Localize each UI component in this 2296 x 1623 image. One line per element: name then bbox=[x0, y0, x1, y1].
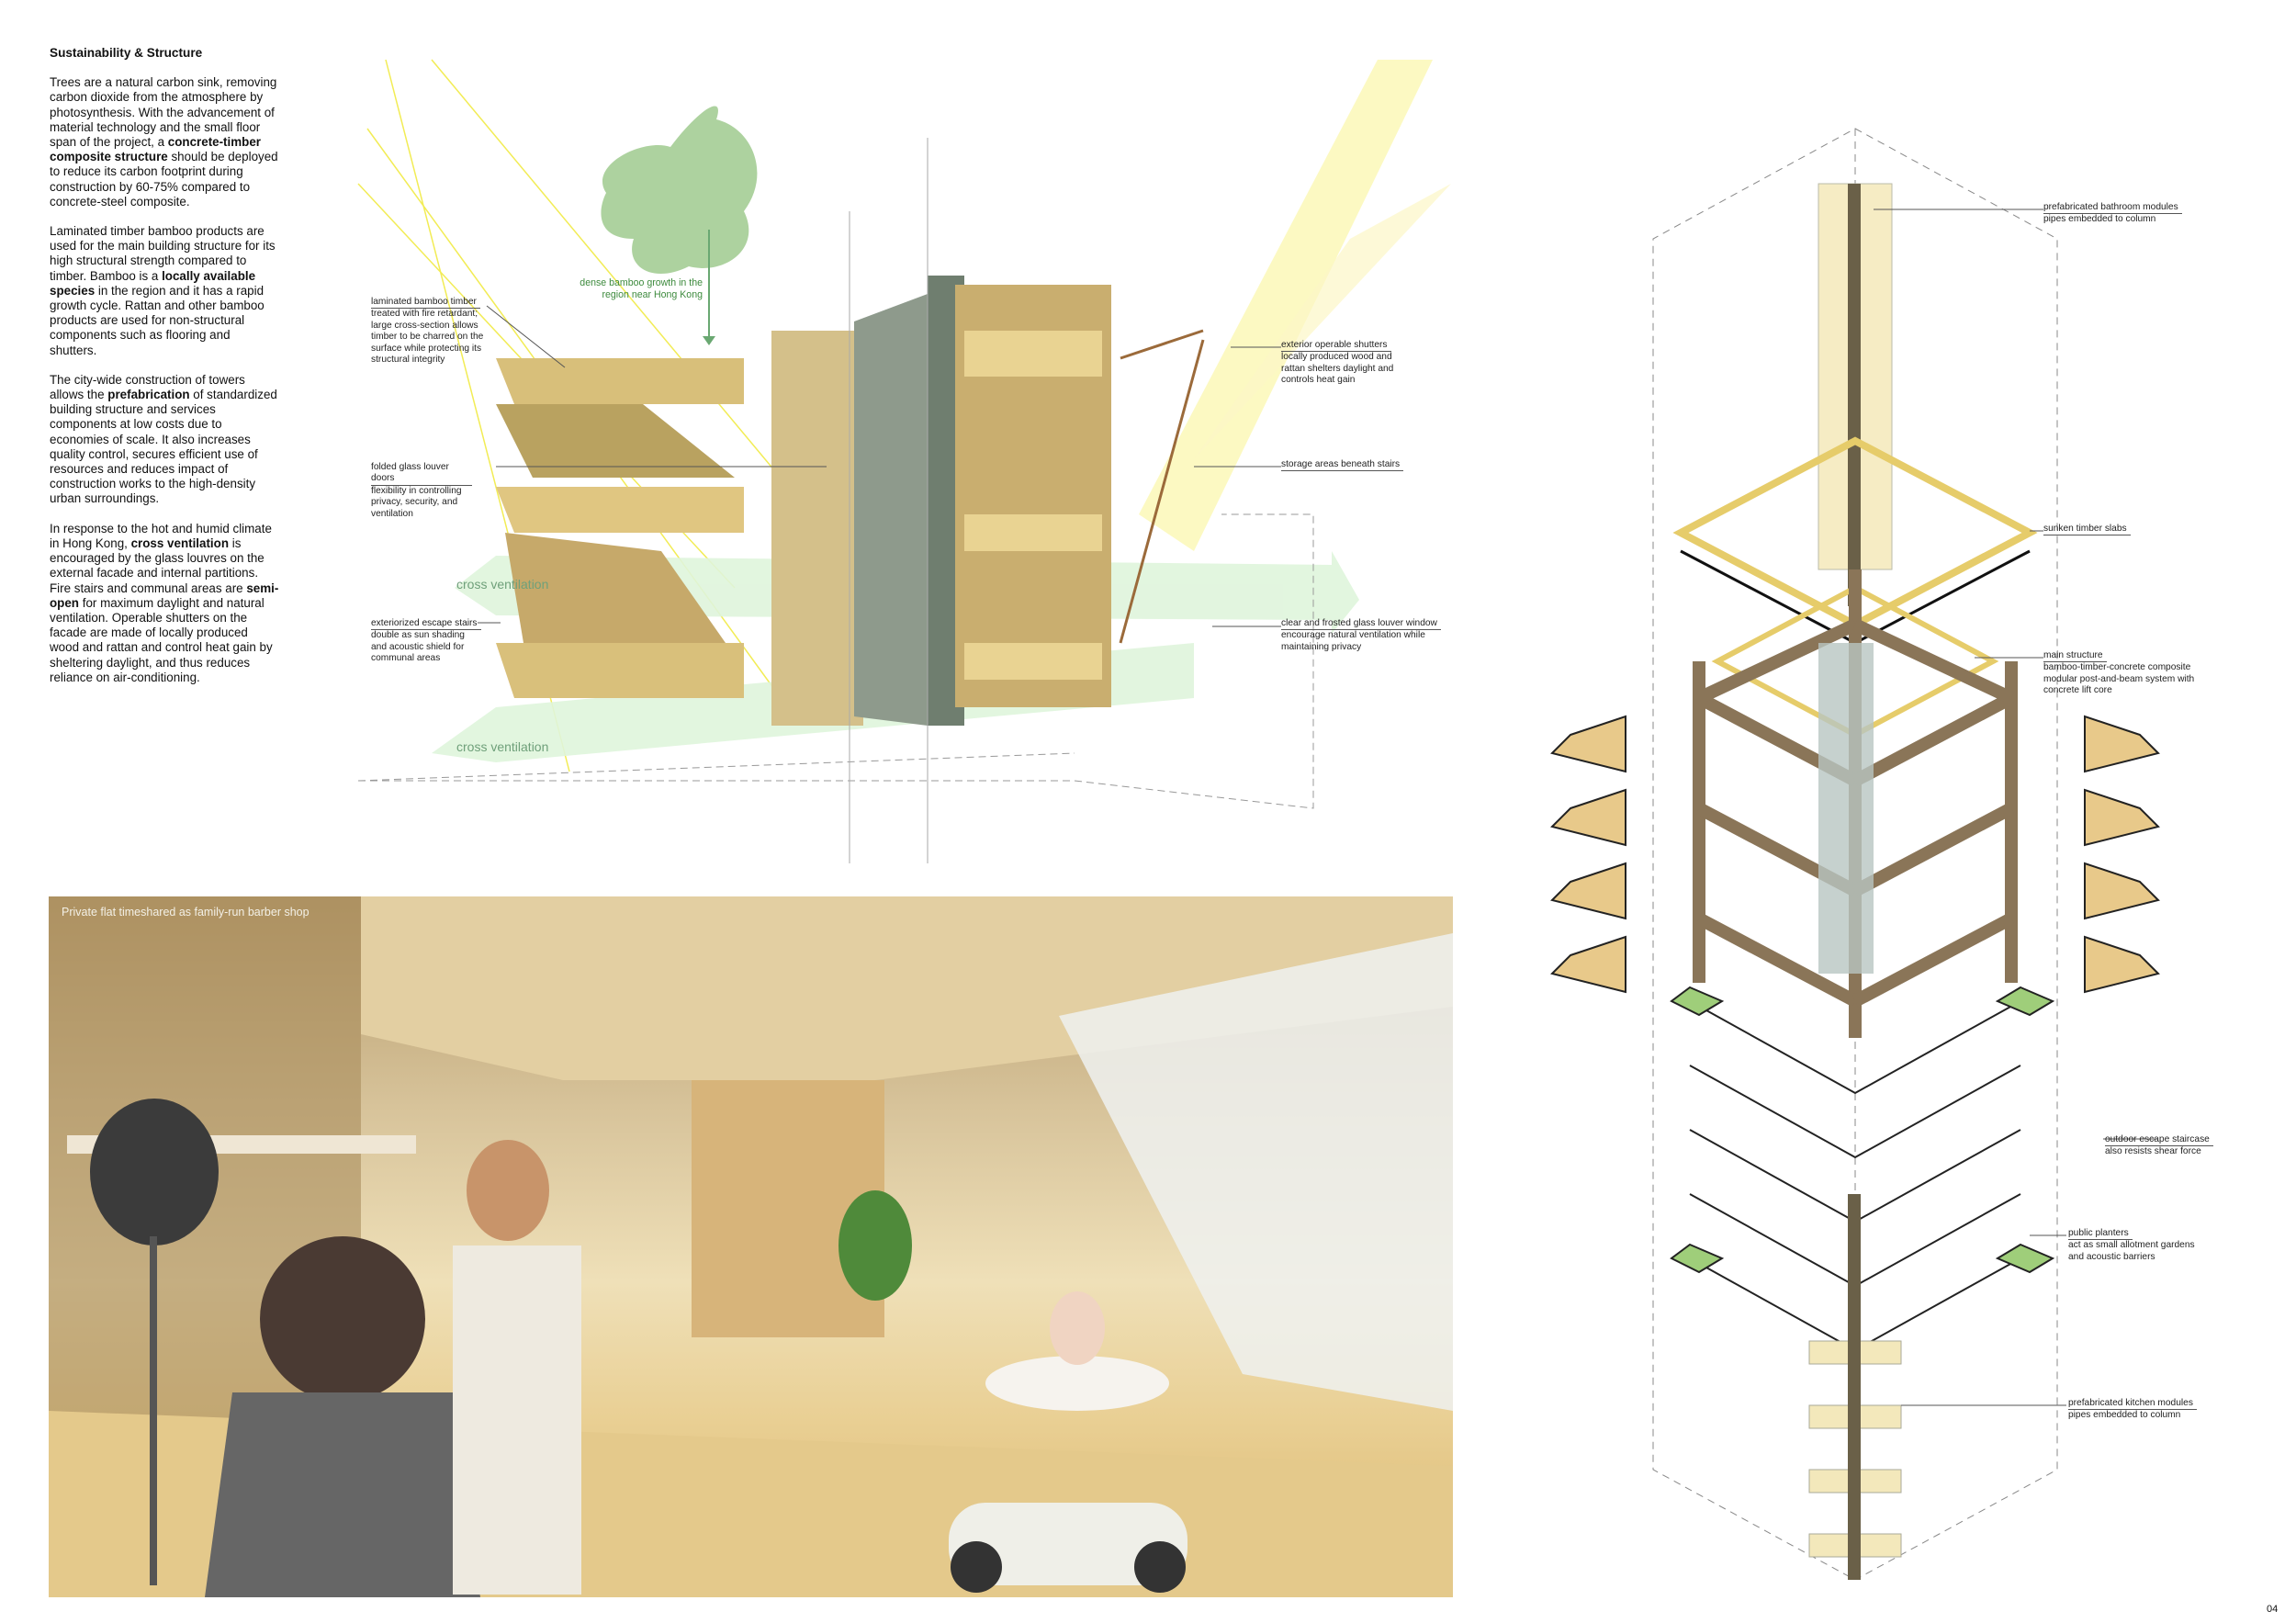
map-note-line: dense bamboo growth in the bbox=[580, 277, 703, 288]
note-body: treated with fire retardant; large cross… bbox=[371, 309, 484, 366]
note-body: act as small allotment gardens and acous… bbox=[2068, 1240, 2195, 1262]
text: In response to the hot and humid climate… bbox=[50, 521, 272, 550]
public-planters bbox=[1670, 986, 2055, 1352]
text: Trees are a natural carbon sink, removin… bbox=[50, 75, 277, 150]
note-sunken-slabs: sunken timber slabs bbox=[2043, 524, 2181, 536]
note-head: clear and frosted glass louver window bbox=[1281, 618, 1441, 631]
hair-dryer-hood bbox=[90, 1099, 219, 1245]
map-note: dense bamboo growth in the region near H… bbox=[514, 277, 703, 300]
note-head: prefabricated bathroom modules bbox=[2043, 202, 2182, 215]
note-body: locally produced wood and rattan shelter… bbox=[1281, 352, 1394, 386]
note-head: laminated bamboo timber bbox=[371, 297, 480, 310]
note-head: exteriorized escape stairs bbox=[371, 618, 481, 631]
grid-lines bbox=[849, 138, 929, 863]
baby bbox=[1050, 1291, 1105, 1365]
note-body: encourage natural ventilation while main… bbox=[1281, 630, 1425, 652]
note-storage: storage areas beneath stairs bbox=[1281, 459, 1419, 472]
building-section bbox=[496, 276, 1205, 726]
note-head: public planters bbox=[2068, 1228, 2133, 1241]
sun-beam bbox=[1139, 60, 1433, 551]
note-body: double as sun shading and acoustic shiel… bbox=[371, 630, 465, 664]
photo-caption: Private flat timeshared as family-run ba… bbox=[62, 906, 310, 919]
note-body: flexibility in controlling privacy, secu… bbox=[371, 485, 462, 519]
tower-exploded-axonometric bbox=[1550, 128, 2160, 1580]
cross-ventilation-label: cross ventilation bbox=[456, 739, 549, 754]
paragraph-ventilation: In response to the hot and humid climate… bbox=[50, 522, 279, 685]
cross-ventilation-label: cross ventilation bbox=[456, 577, 549, 592]
note-head: exterior operable shutters bbox=[1281, 340, 1391, 353]
note-head: folded glass louver doors bbox=[371, 462, 472, 486]
note-body: also resists shear force bbox=[2105, 1146, 2201, 1157]
kitchen-column bbox=[1848, 1194, 1861, 1580]
text: should be deployed to reduce its carbon … bbox=[50, 150, 278, 209]
note-head: prefabricated kitchen modules bbox=[2068, 1398, 2197, 1411]
concrete-lift-core bbox=[1818, 643, 1874, 974]
note-head: storage areas beneath stairs bbox=[1281, 459, 1404, 472]
sun-beam bbox=[1194, 184, 1451, 459]
tower-leader-lines bbox=[1874, 209, 2158, 1406]
hong-kong-region-map bbox=[601, 106, 758, 275]
rendering-scene bbox=[49, 896, 1453, 1597]
leader-lines bbox=[478, 305, 1281, 627]
map-note-line: region near Hong Kong bbox=[602, 288, 703, 300]
text: of standardized building structure and s… bbox=[50, 388, 277, 506]
paragraph-prefabrication: The city-wide construction of towers all… bbox=[50, 373, 279, 507]
text: The city-wide construction of towers all… bbox=[50, 372, 245, 402]
emphasis: cross ventilation bbox=[130, 535, 230, 550]
text: is encouraged by the glass louvres on th… bbox=[50, 535, 264, 595]
paragraph-bamboo: Laminated timber bamboo products are use… bbox=[50, 224, 279, 358]
bathroom-module-column bbox=[1818, 183, 1893, 606]
text: in the region and it has a rapid growth … bbox=[50, 283, 264, 357]
customer bbox=[260, 1236, 425, 1402]
map-arrow-head bbox=[703, 336, 715, 345]
note-head: outdoor escape staircase bbox=[2105, 1134, 2213, 1147]
emphasis: prefabrication bbox=[107, 388, 190, 402]
text: for maximum daylight and natural ventila… bbox=[50, 595, 273, 684]
escape-stairs bbox=[1550, 715, 2160, 994]
page-number: 04 bbox=[2267, 1604, 2279, 1615]
note-body: pipes embedded to column bbox=[2043, 214, 2156, 225]
sustainability-text-column: Sustainability & Structure Trees are a n… bbox=[50, 46, 279, 700]
note-head: main structure bbox=[2043, 650, 2107, 663]
note-body: pipes embedded to column bbox=[2068, 1410, 2181, 1421]
dashed-outlines bbox=[357, 513, 1314, 809]
section-title: Sustainability & Structure bbox=[50, 46, 203, 60]
toy-car bbox=[949, 1503, 1187, 1585]
text: Laminated timber bamboo products are use… bbox=[50, 224, 276, 283]
barber bbox=[453, 1245, 581, 1595]
emphasis: locally available species bbox=[50, 268, 256, 298]
emphasis: semi-open bbox=[50, 580, 279, 610]
emphasis: concrete-timber composite structure bbox=[50, 135, 261, 164]
paragraph-carbon: Trees are a natural carbon sink, removin… bbox=[50, 75, 279, 209]
note-head: sunken timber slabs bbox=[2043, 524, 2131, 536]
barber-shop-rendering: Private flat timeshared as family-run ba… bbox=[49, 896, 1453, 1597]
section-diagram bbox=[357, 59, 1451, 863]
note-body: bamboo-timber-concrete composite modular… bbox=[2043, 662, 2195, 696]
